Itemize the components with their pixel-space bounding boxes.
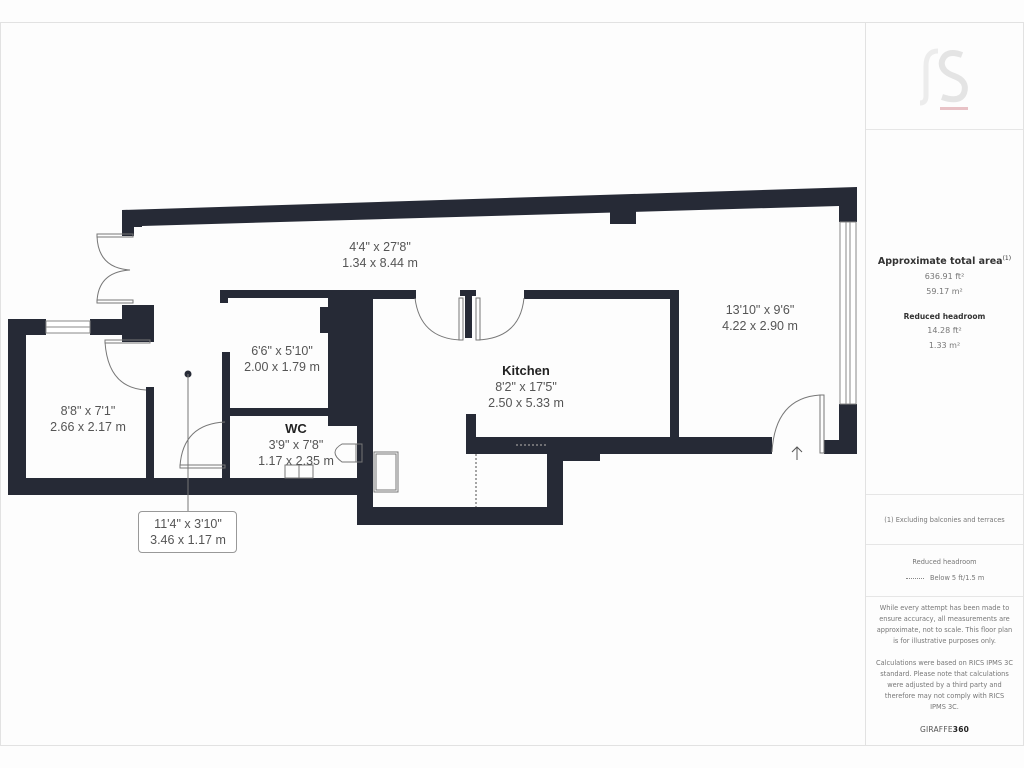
room-metric: 1.17 x 2.35 m — [258, 454, 334, 468]
reduced-headroom-lines — [475, 444, 548, 507]
room-label-wc: WC 3'9" x 7'8" 1.17 x 2.35 m — [216, 421, 376, 469]
room-label-reception: 13'10" x 9'6" 4.22 x 2.90 m — [680, 302, 840, 334]
room-label-hallway: 4'4" x 27'8" 1.34 x 8.44 m — [300, 239, 460, 271]
disclaimer-text-2: Calculations were based on RICS IPMS 3C … — [876, 659, 1013, 711]
up-arrow-icon — [791, 446, 803, 460]
room-name: WC — [285, 421, 307, 436]
giraffe360-brand: GIRAFFE360 — [919, 725, 970, 734]
reduced-headroom-title: Reduced headroom — [903, 312, 986, 321]
corridor-callout — [138, 511, 237, 553]
room-metric: 1.34 x 8.44 m — [342, 256, 418, 270]
windows — [45, 221, 857, 405]
room-name: Kitchen — [502, 363, 550, 378]
room-label-bedroom: 8'8" x 7'1" 2.66 x 2.17 m — [8, 403, 168, 435]
room-imperial: 4'4" x 27'8" — [349, 240, 411, 254]
legend-title: Reduced headroom — [912, 558, 977, 566]
logo-section — [866, 23, 1023, 130]
area-footnote: (1) Excluding balconies and terraces — [866, 495, 1023, 545]
room-imperial: 13'10" x 9'6" — [725, 303, 795, 317]
area-section: Approximate total area(1) 636.91 ft² 59.… — [866, 130, 1023, 495]
room-metric: 2.00 x 1.79 m — [244, 360, 320, 374]
room-label-store: 6'6" x 5'10" 2.00 x 1.79 m — [202, 343, 362, 375]
legend-item: Below 5 ft/1.5 m — [906, 574, 1023, 582]
floorplan-frame — [0, 22, 866, 746]
room-metric: 2.66 x 2.17 m — [50, 420, 126, 434]
room-metric: 3.46 x 1.17 m — [150, 533, 226, 547]
legend-section: Reduced headroom Below 5 ft/1.5 m — [866, 545, 1023, 597]
room-label-kitchen: Kitchen 8'2" x 17'5" 2.50 x 5.33 m — [446, 363, 606, 411]
walls — [8, 187, 857, 525]
js-logo-icon — [919, 48, 968, 110]
room-imperial: 6'6" x 5'10" — [251, 344, 313, 358]
info-panel: Approximate total area(1) 636.91 ft² 59.… — [866, 22, 1024, 746]
room-metric: 2.50 x 5.33 m — [488, 396, 564, 410]
total-area-ft: 636.91 ft² — [924, 272, 965, 281]
disclaimer-text-1: While every attempt has been made to ens… — [876, 604, 1013, 645]
reduced-headroom-ft: 14.28 ft² — [927, 326, 962, 335]
dotted-line-icon — [906, 577, 924, 579]
floorplan-drawing — [8, 187, 857, 525]
doors — [96, 233, 825, 493]
disclaimer-section: While every attempt has been made to ens… — [866, 597, 1023, 746]
room-imperial: 8'8" x 7'1" — [60, 404, 116, 418]
room-label-corridor: 11'4" x 3'10" 3.46 x 1.17 m — [108, 516, 268, 548]
reduced-headroom-m: 1.33 m² — [928, 341, 961, 350]
room-metric: 4.22 x 2.90 m — [722, 319, 798, 333]
total-area-m: 59.17 m² — [926, 287, 963, 296]
room-imperial: 8'2" x 17'5" — [495, 380, 557, 394]
total-area-title: Approximate total area(1) — [877, 255, 1012, 268]
room-imperial: 11'4" x 3'10" — [154, 517, 222, 531]
room-imperial: 3'9" x 7'8" — [268, 438, 324, 452]
callout-pin — [184, 370, 192, 511]
